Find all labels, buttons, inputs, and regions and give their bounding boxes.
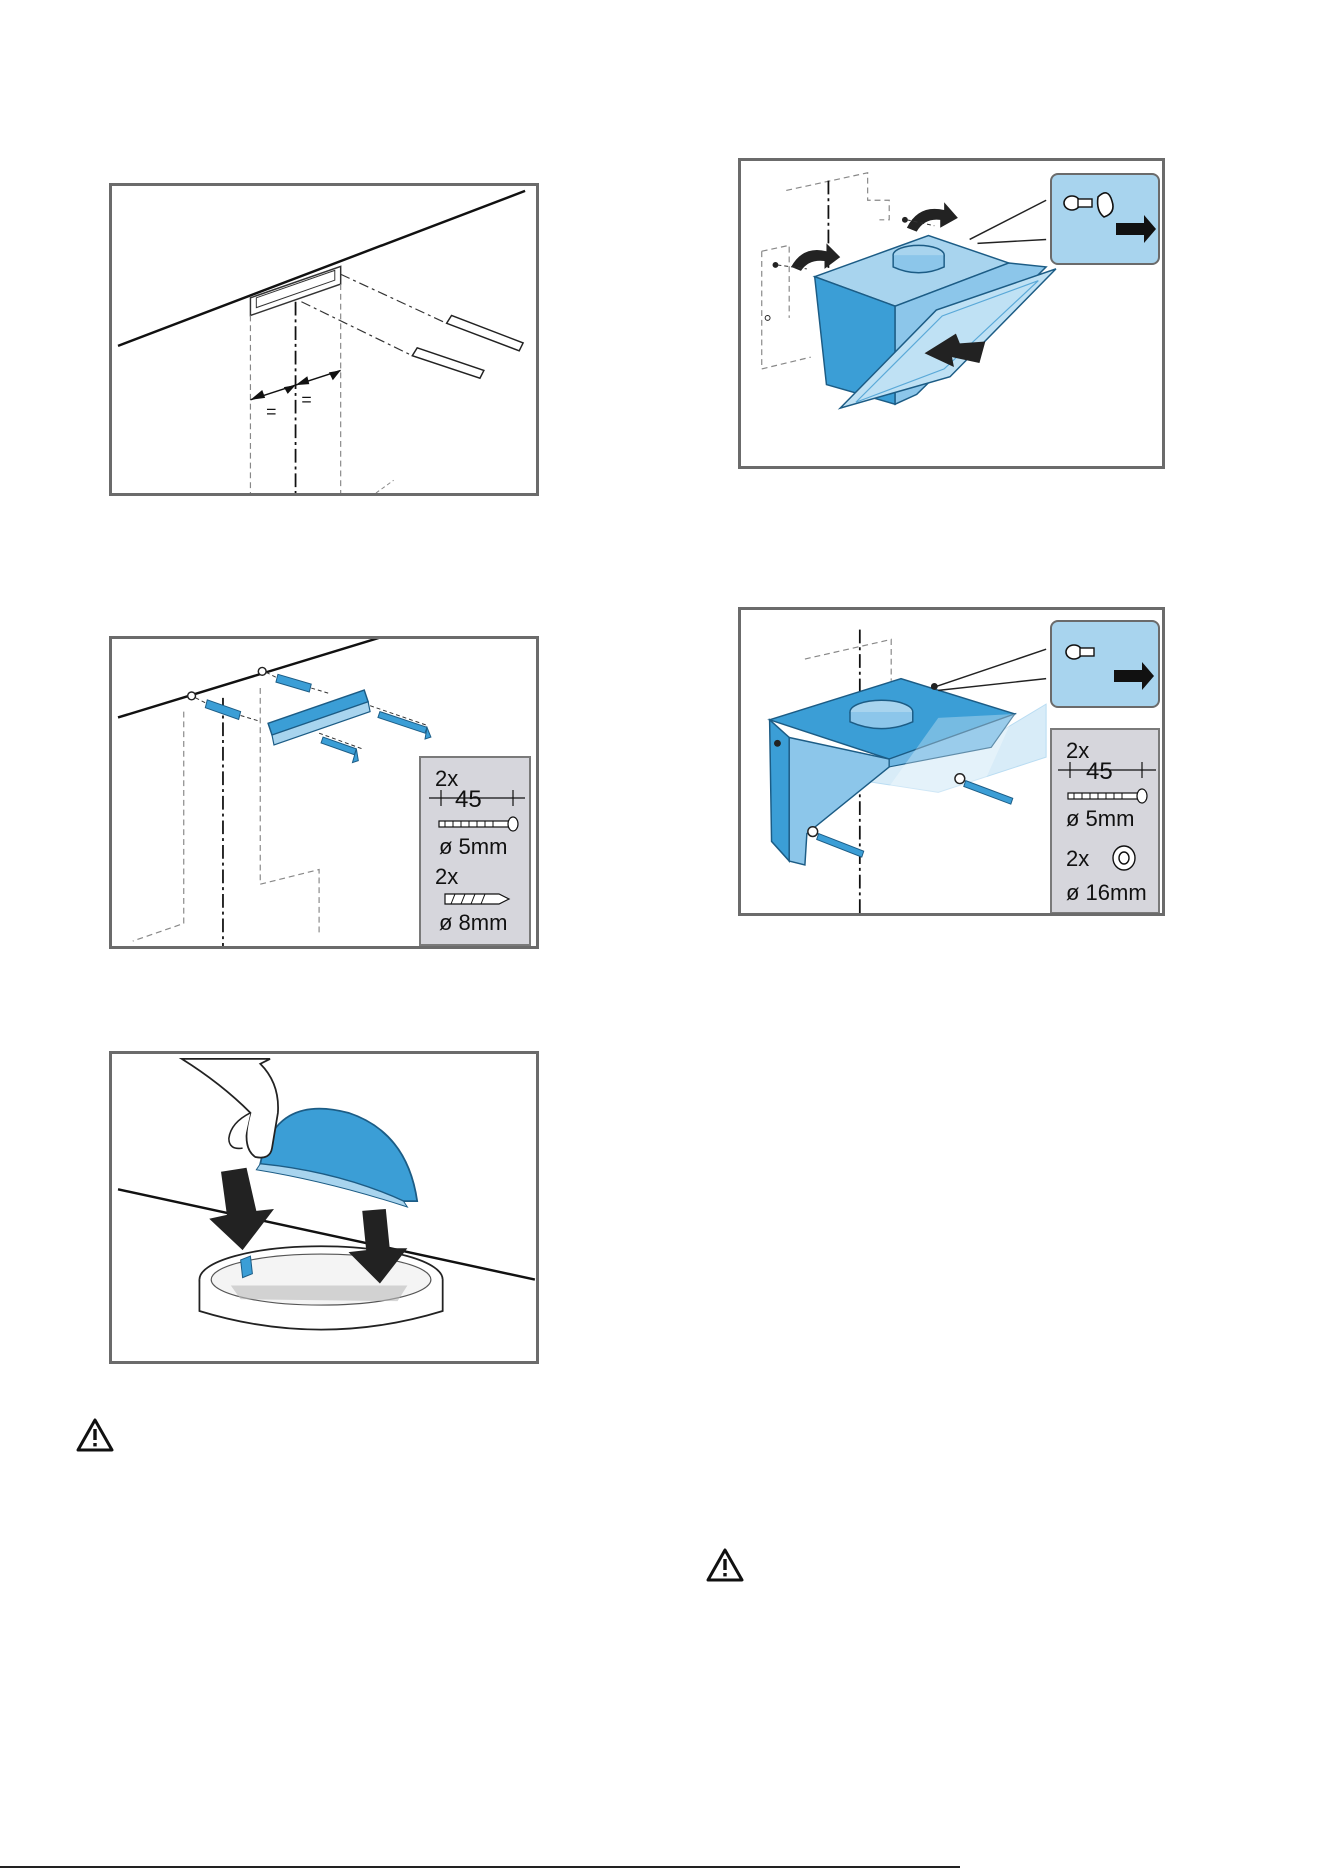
screw-icon (437, 816, 521, 832)
flap-illustration (112, 1054, 536, 1361)
fixings-legend: 2x 45 ø 5mm 2x ø 8mm (419, 756, 531, 946)
figure-fix-bracket: 2x 45 ø 5mm 2x ø 8mm (109, 636, 539, 949)
screw-length: 45 (455, 788, 482, 812)
washer-diameter: ø 16mm (1066, 882, 1147, 904)
figure-secure-hood: 2x 45 ø 5mm 2x ø 16mm (738, 607, 1165, 916)
washer-quantity: 2x (1066, 848, 1089, 870)
equal-mark-left: = (266, 401, 276, 421)
marking-illustration: = = (112, 186, 536, 493)
screw-diameter: ø 5mm (439, 836, 507, 858)
plug-diameter: ø 8mm (439, 912, 507, 934)
figure-hang-hood-body (738, 158, 1165, 469)
screw-detail-inset (1050, 173, 1160, 265)
screw-icon (1066, 788, 1150, 804)
washer-icon (1110, 844, 1138, 872)
equal-mark-right: = (301, 390, 311, 410)
screw-keyhole-icon (1058, 183, 1156, 259)
screw-diameter: ø 5mm (1066, 808, 1134, 830)
figure-backflow-flap (109, 1051, 539, 1364)
screw-head-icon (1058, 630, 1156, 702)
screw-detail-inset-2 (1050, 620, 1160, 708)
plug-quantity: 2x (435, 866, 458, 888)
page-footer-rule (0, 1866, 960, 1868)
warning-triangle-icon (706, 1548, 744, 1582)
wall-plug-icon (443, 890, 513, 908)
warning-triangle-icon (76, 1418, 114, 1452)
screw-length: 45 (1086, 760, 1113, 784)
fixings-legend-2: 2x 45 ø 5mm 2x ø 16mm (1050, 728, 1160, 914)
figure-marking-drill-holes: = = (109, 183, 539, 496)
